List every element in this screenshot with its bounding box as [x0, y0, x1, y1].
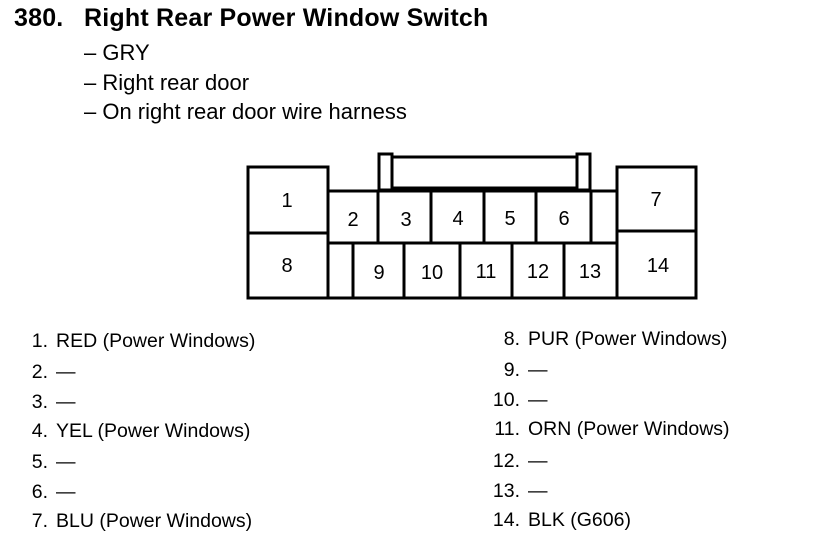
pin-description: ORN (Power Windows) — [528, 418, 730, 440]
pin-entry: 10. — — [482, 389, 548, 412]
pin-label-1: 1 — [281, 190, 292, 212]
pin-number: 7. — [31, 510, 48, 532]
pin-description: BLU (Power Windows) — [56, 510, 253, 532]
pin-description: — — [528, 359, 548, 381]
pin-entry: 6. — — [0, 481, 76, 504]
pin-label-3: 3 — [400, 209, 411, 231]
pin-label-12: 12 — [527, 261, 549, 283]
pin-description: PUR (Power Windows) — [528, 328, 728, 350]
pin-label-6: 6 — [558, 208, 569, 230]
pin-label-13: 13 — [579, 261, 601, 283]
pin-number: 2. — [31, 361, 48, 383]
pin-number: 11. — [494, 418, 520, 440]
pin-entry: 9. — — [482, 359, 548, 382]
pin-number: 4. — [31, 420, 48, 442]
pin-label-10: 10 — [421, 262, 443, 284]
detail-color: – GRY — [84, 40, 150, 65]
pin-description: RED (Power Windows) — [56, 330, 256, 352]
pin-description: BLK (G606) — [528, 509, 631, 531]
pin-number: 13. — [492, 480, 520, 502]
pin-label-14: 14 — [647, 255, 669, 277]
pin-label-5: 5 — [504, 208, 515, 230]
pin-label-8: 8 — [281, 255, 292, 277]
pin-entry: 5. — — [0, 451, 76, 474]
latch-left — [377, 152, 394, 192]
pin-entry: 12. — — [482, 450, 548, 473]
detail-harness: – On right rear door wire harness — [84, 99, 407, 124]
pin-description: — — [56, 361, 76, 383]
pin-entry: 2. — — [0, 361, 76, 384]
pin-description: YEL (Power Windows) — [56, 420, 251, 442]
section-number: 380. — [14, 4, 64, 32]
pin-entry: 13. — — [482, 480, 548, 503]
pin-label-2: 2 — [347, 209, 358, 231]
pin-entry: 4. YEL (Power Windows) — [0, 420, 251, 443]
pin-entry: 8. PUR (Power Windows) — [482, 328, 728, 351]
pin-description: — — [56, 481, 76, 503]
pin-description: — — [56, 451, 76, 473]
page-title: 380. Right Rear Power Window Switch — [14, 4, 488, 33]
pin-label-7: 7 — [650, 189, 661, 211]
pin-number: 14. — [492, 509, 520, 531]
pin-entry: 1. RED (Power Windows) — [0, 330, 256, 353]
pin-number: 10. — [492, 389, 520, 411]
pin-entry: 7. BLU (Power Windows) — [0, 510, 252, 533]
pin-description: — — [528, 450, 548, 472]
pin-label-9: 9 — [373, 262, 384, 284]
latch-right — [575, 152, 592, 192]
pin-entry: 3. — — [0, 391, 76, 414]
pin-label-11: 11 — [476, 261, 497, 283]
pin-description: — — [56, 391, 76, 413]
pin-description: — — [528, 389, 548, 411]
pin-number: 3. — [31, 391, 48, 413]
title-text: Right Rear Power Window Switch — [84, 4, 489, 32]
pin-number: 6. — [31, 481, 48, 503]
pin-entry: 14. BLK (G606) — [482, 509, 631, 532]
pin-number: 8. — [503, 328, 520, 350]
detail-location: – Right rear door — [84, 70, 250, 95]
pin-number: 5. — [31, 451, 48, 473]
pin-entry: 11. ORN (Power Windows) — [482, 418, 730, 441]
pin-label-4: 4 — [452, 208, 463, 230]
pin-number: 9. — [503, 359, 520, 381]
pin-number: 1. — [31, 330, 48, 352]
pin-number: 12. — [492, 450, 520, 472]
pin-description: — — [528, 480, 548, 502]
